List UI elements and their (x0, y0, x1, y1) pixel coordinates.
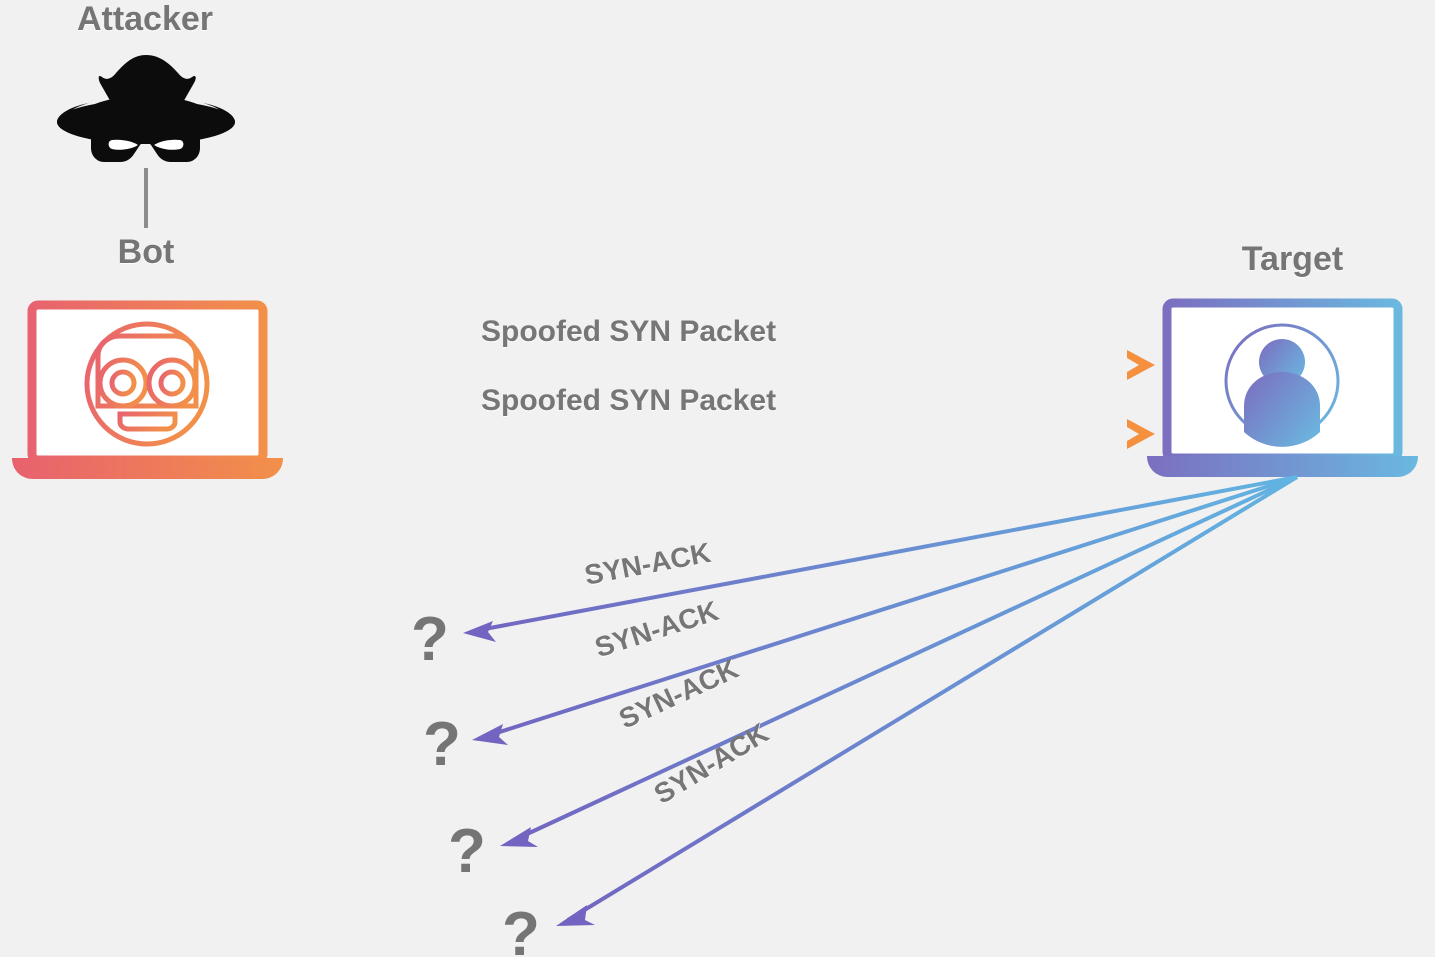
spoofed-syn-label-1: Spoofed SYN Packet (481, 315, 777, 348)
hacker-hat-mask-icon (57, 55, 235, 162)
question-mark-1: ? (411, 605, 449, 674)
robot-face-icon (84, 321, 210, 447)
spoofed-syn-label-2: Spoofed SYN Packet (481, 384, 777, 417)
target-laptop (1147, 298, 1418, 477)
bot-label: Bot (117, 233, 175, 271)
syn-ack-arrow-4 (556, 475, 1299, 926)
attacker-label: Attacker (76, 0, 214, 38)
question-mark-4: ? (502, 900, 540, 957)
bot-laptop (12, 300, 283, 479)
spoofed-syn-arrow-1 (263, 350, 1155, 380)
user-avatar-icon (1224, 323, 1340, 447)
unanswered-marks: ? ? ? ? (411, 605, 540, 957)
target-label: Target (1241, 240, 1344, 278)
syn-ack-arrow-3 (500, 475, 1298, 847)
syn-ack-arrow-2 (472, 475, 1298, 745)
syn-ack-arrow-1 (463, 475, 1298, 642)
question-mark-2: ? (423, 710, 461, 779)
question-mark-3: ? (448, 817, 486, 886)
spoofed-syn-arrow-2 (263, 419, 1155, 449)
